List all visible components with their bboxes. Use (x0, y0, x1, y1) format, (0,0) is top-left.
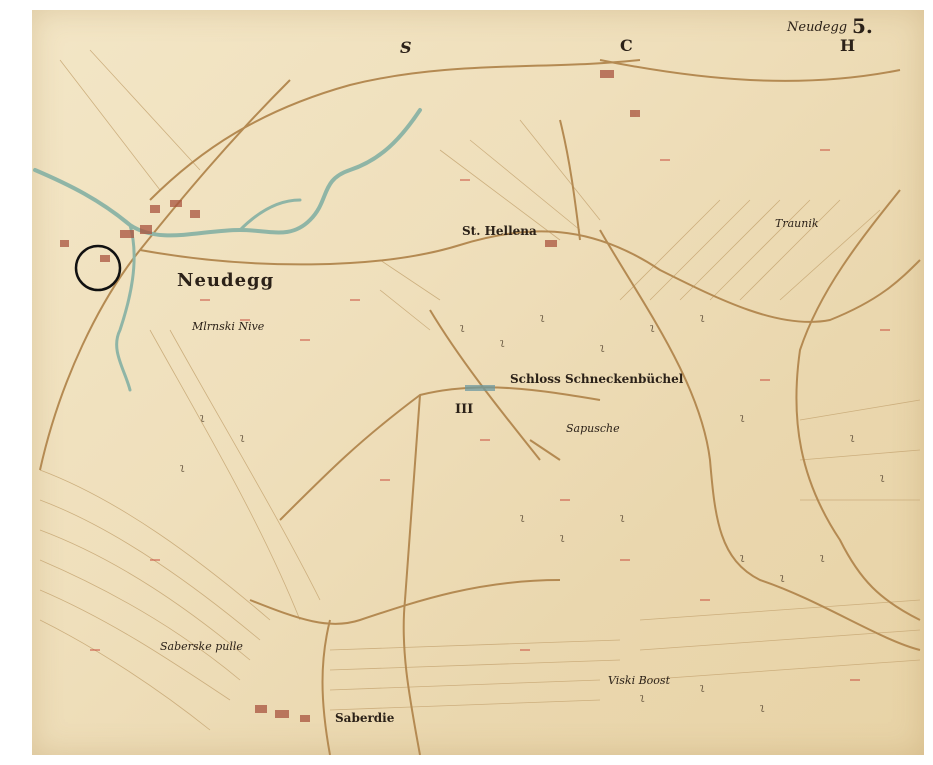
svg-text:ʅ: ʅ (600, 343, 605, 353)
sheet-label: Neudegg (787, 20, 848, 35)
svg-text:ʅ: ʅ (240, 433, 245, 443)
svg-text:ʅ: ʅ (650, 323, 655, 333)
grid-letter-h: H (840, 36, 856, 55)
svg-text:ʅ: ʅ (640, 693, 645, 703)
tree-marks: ʅ ʅ ʅ ʅ ʅ ʅ ʅ ʅ ʅ ʅ ʅ ʅ ʅ ʅ ʅ ʅ ʅ ʅ ʅ ʅ ʅ (180, 313, 885, 713)
svg-text:ʅ: ʅ (820, 553, 825, 563)
svg-text:ʅ: ʅ (700, 313, 705, 323)
place-saberdie: Saberdie (335, 711, 395, 725)
place-viski-boost: Viski Boost (608, 674, 670, 687)
svg-text:ʅ: ʅ (180, 463, 185, 473)
river (33, 108, 422, 392)
svg-text:ʅ: ʅ (880, 473, 885, 483)
svg-text:ʅ: ʅ (460, 323, 465, 333)
place-sapusche: Sapusche (566, 422, 620, 435)
place-mlrnski-nive: Mlrnski Nive (192, 320, 265, 333)
section-mark: III (455, 402, 474, 417)
place-neudegg: Neudegg (177, 270, 275, 291)
settlements (60, 70, 640, 722)
parcel-lines (39, 49, 921, 731)
svg-text:ʅ: ʅ (500, 338, 505, 348)
roads (39, 59, 921, 755)
svg-text:ʅ: ʅ (700, 683, 705, 693)
place-traunik: Traunik (775, 217, 819, 230)
grid-letter-s: S (400, 38, 412, 57)
parcel-number-marks (90, 149, 890, 681)
svg-text:ʅ: ʅ (540, 313, 545, 323)
place-schloss-schneckenbuechel: Schloss Schneckenbüchel (510, 372, 684, 386)
svg-text:ʅ: ʅ (850, 433, 855, 443)
svg-text:ʅ: ʅ (520, 513, 525, 523)
svg-text:ʅ: ʅ (780, 573, 785, 583)
svg-text:ʅ: ʅ (560, 533, 565, 543)
svg-text:ʅ: ʅ (740, 553, 745, 563)
place-st-hellena: St. Hellena (462, 224, 537, 238)
svg-text:ʅ: ʅ (740, 413, 745, 423)
place-saberske-pulle: Saberske pulle (160, 640, 243, 653)
svg-text:ʅ: ʅ (200, 413, 205, 423)
svg-text:ʅ: ʅ (620, 513, 625, 523)
sheet-number: 5. (852, 14, 873, 38)
svg-text:ʅ: ʅ (760, 703, 765, 713)
map-sheet (32, 10, 924, 755)
highlight-circle (74, 244, 122, 292)
grid-letter-c: C (620, 36, 633, 55)
